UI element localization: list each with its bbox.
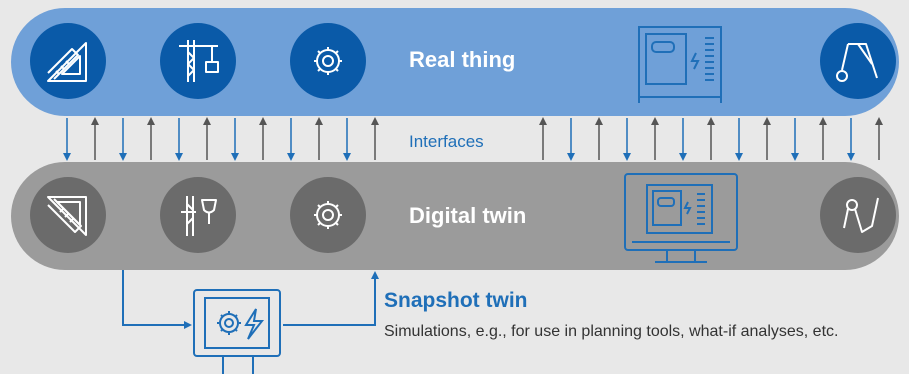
twin-monitor-machine-icon <box>624 173 738 263</box>
interface-arrows <box>63 117 883 161</box>
digital-twin-title: Digital twin <box>409 203 527 228</box>
interfaces-label: Interfaces <box>409 132 484 151</box>
real-ruler-triangle-icon <box>30 23 106 99</box>
real-thing-title: Real thing <box>409 47 516 72</box>
snapshot-twin-description: Simulations, e.g., for use in planning t… <box>384 323 839 340</box>
snapshot-connector <box>122 270 379 329</box>
snapshot-twin-title: Snapshot twin <box>384 289 528 312</box>
twin-drafting-compass-icon <box>820 177 896 253</box>
real-gear-icon <box>290 23 366 99</box>
snapshot-monitor-gear-lightning-icon <box>193 289 281 374</box>
real-crane-icon <box>160 23 236 99</box>
real-drafting-compass-icon <box>820 23 896 99</box>
twin-gear-icon <box>290 177 366 253</box>
twin-crane-icon <box>160 177 236 253</box>
twin-ruler-triangle-icon <box>30 177 106 253</box>
real-machine-icon <box>638 26 722 103</box>
